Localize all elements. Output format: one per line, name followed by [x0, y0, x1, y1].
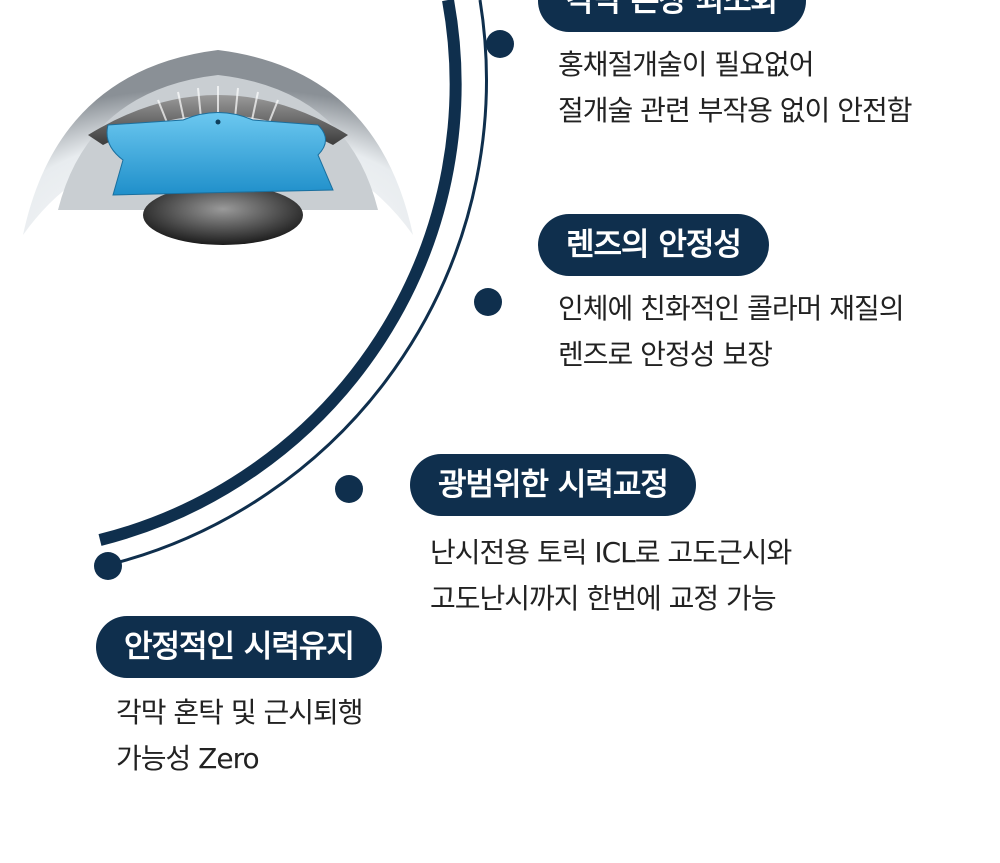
timeline-dot-1	[486, 30, 514, 58]
feature-desc-1: 홍채절개술이 필요없어 절개술 관련 부작용 없이 안전함	[558, 42, 912, 134]
feature-desc-1-line-2: 절개술 관련 부작용 없이 안전함	[558, 94, 912, 127]
feature-desc-2-line-2: 렌즈로 안정성 보장	[558, 338, 773, 371]
inner-arc	[103, 0, 488, 568]
timeline-dot-3	[335, 475, 363, 503]
feature-title-1: 각막 손상 최소화	[538, 0, 807, 32]
feature-title-2: 렌즈의 안정성	[538, 214, 769, 276]
feature-desc-3-line-1: 난시전용 토릭 ICL로 고도근시와	[430, 536, 792, 569]
feature-desc-3-line-2: 고도난시까지 한번에 교정 가능	[430, 582, 777, 615]
feature-desc-4: 각막 혼탁 및 근시퇴행 가능성 Zero	[116, 690, 364, 782]
feature-title-3: 광범위한 시력교정	[410, 454, 696, 516]
feature-title-4: 안정적인 시력유지	[96, 616, 382, 678]
timeline-dot-2	[474, 288, 502, 316]
eye-lens-illustration	[23, 50, 413, 245]
feature-desc-4-line-1: 각막 혼탁 및 근시퇴행	[116, 696, 364, 729]
feature-desc-3: 난시전용 토릭 ICL로 고도근시와 고도난시까지 한번에 교정 가능	[430, 530, 792, 622]
feature-desc-2: 인체에 친화적인 콜라머 재질의 렌즈로 안정성 보장	[558, 286, 905, 378]
outer-arc	[98, 0, 462, 546]
feature-desc-4-line-2: 가능성 Zero	[116, 742, 260, 775]
timeline-dot-4	[94, 552, 122, 580]
feature-desc-1-line-1: 홍채절개술이 필요없어	[558, 48, 815, 81]
feature-desc-2-line-1: 인체에 친화적인 콜라머 재질의	[558, 292, 905, 325]
